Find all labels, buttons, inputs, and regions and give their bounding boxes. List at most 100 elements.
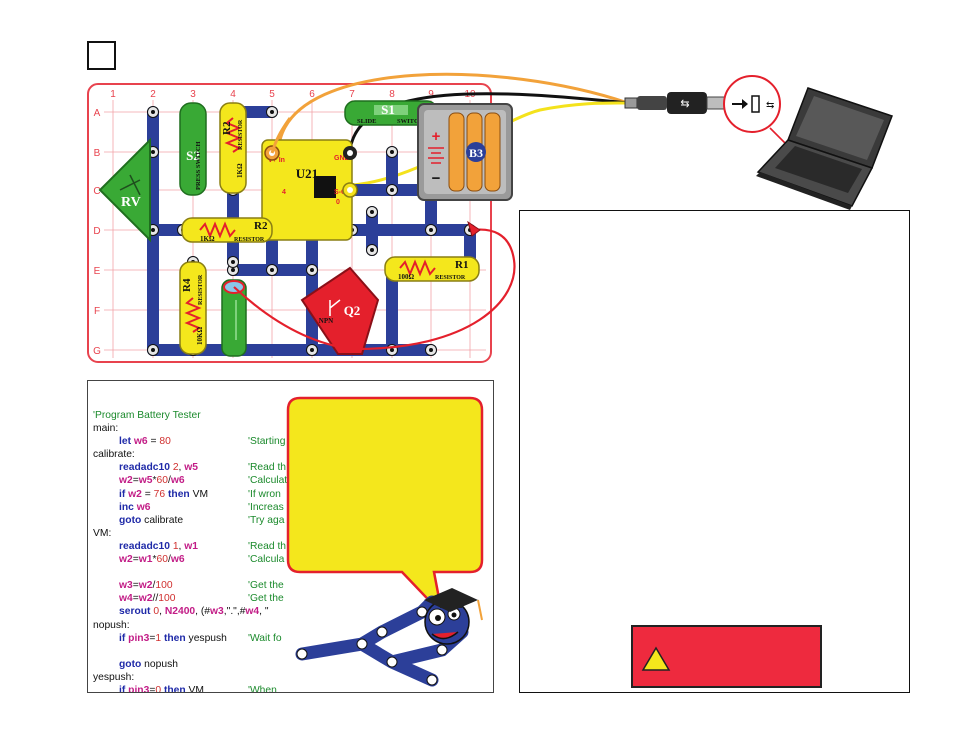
q2-type: NPN — [319, 317, 333, 325]
u21-vin-label: V+ In — [268, 157, 285, 164]
code-token: 76 — [153, 488, 166, 500]
snap-contact-center — [310, 268, 314, 272]
r4-type: RESISTOR — [198, 274, 204, 305]
r4-value: 10KΩ — [196, 327, 204, 345]
code-token: w1 — [184, 540, 199, 552]
code-token: / — [168, 554, 171, 566]
rv-label: RV — [121, 195, 141, 210]
code-inline-comment: 'Read th — [248, 462, 287, 474]
code-token: w3 — [210, 606, 224, 618]
code-token: then — [161, 632, 189, 644]
code-token: ,".",# — [223, 606, 246, 618]
row-label: C — [93, 186, 100, 197]
code-label: main: — [93, 423, 119, 435]
code-token: 60 — [156, 475, 168, 487]
code-token: readadc10 — [119, 462, 173, 474]
u21-module: U21 V+ In GND S-Out 4 0 — [261, 139, 358, 241]
b3-label: B3 — [469, 146, 483, 160]
s2-text: PRESS SWITCH — [195, 141, 202, 190]
code-inline-comment: 'Read th — [248, 540, 287, 552]
code-token: goto — [119, 658, 145, 670]
row-label: E — [94, 266, 101, 277]
code-token: w4 — [245, 606, 260, 618]
code-token: , " — [259, 606, 269, 618]
code-token: 100 — [155, 580, 173, 592]
code-token: // — [152, 593, 159, 605]
column-label: 8 — [389, 89, 395, 100]
snap-contact-center — [390, 348, 394, 352]
q2-label: Q2 — [344, 303, 361, 318]
snap-contact-center — [151, 348, 155, 352]
snap-contact-center — [151, 110, 155, 114]
row-label: F — [94, 306, 100, 317]
column-label: 4 — [230, 89, 236, 100]
step-number-box — [87, 41, 116, 70]
code-token: , — [178, 462, 185, 474]
code-line: VM: — [93, 527, 383, 540]
b3-plus: + — [432, 128, 441, 145]
code-line: 'Program Battery Tester — [93, 409, 383, 422]
code-line: readadc10 1, w1'Read th — [93, 540, 383, 553]
code-inline-comment: 'Starting — [248, 436, 286, 448]
u21-pin0-label: 0 — [336, 199, 340, 206]
s2-press-switch: S2 PRESS SWITCH — [179, 102, 207, 196]
code-token: nopush — [144, 658, 178, 670]
column-label: 7 — [349, 89, 355, 100]
code-line: serout 0, N2400, (#w3,".",#w4, " — [93, 605, 383, 618]
r1-name: R1 — [455, 259, 468, 271]
mascot-snap-figure — [295, 588, 483, 687]
code-line: readadc10 2, w5 'Read th — [93, 461, 383, 474]
row-label: B — [94, 148, 101, 159]
code-token: w5 — [184, 462, 199, 474]
code-token: w6 — [170, 554, 185, 566]
snap-contact-center — [370, 210, 374, 214]
snap-contact-center — [270, 110, 274, 114]
code-token: w5 — [138, 475, 153, 487]
code-label: VM: — [93, 527, 112, 539]
code-token: inc — [119, 501, 137, 513]
laptop-icon — [756, 87, 893, 210]
orange-wire-plug — [270, 117, 292, 154]
code-inline-comment: 'Calculat — [248, 475, 288, 487]
usb-symbol: ⇆ — [680, 98, 689, 110]
r1-type: RESISTOR — [435, 275, 466, 281]
code-line: w2=w1*60/w6'Calcula — [93, 553, 383, 566]
code-token: / — [152, 580, 156, 592]
code-token: serout — [119, 606, 154, 618]
code-line: if w2 = 76 then VM'If wron — [93, 488, 383, 501]
code-line: yespush: — [93, 671, 383, 684]
code-token: yespush — [188, 632, 227, 644]
s1-slide-switch: S1 SLIDE SWITCH — [344, 100, 438, 126]
code-inline-comment: 'Increas — [248, 501, 284, 513]
u21-label: U21 — [296, 166, 318, 181]
code-line: w3=w2/100'Get the — [93, 579, 383, 592]
code-label: calibrate: — [93, 449, 135, 461]
code-token: 1 — [155, 632, 162, 644]
code-line: w2=w5*60/w6'Calculat — [93, 474, 383, 487]
code-line: if pin3=0 then VM'When — [93, 684, 383, 693]
code-token: / — [168, 475, 171, 487]
code-token: , (# — [195, 606, 211, 618]
code-token: pin3 — [128, 684, 150, 693]
r2-resistor-vertical: R2 1KΩ RESISTOR — [219, 102, 247, 194]
code-token: w1 — [138, 554, 153, 566]
r4-resistor: R4 10KΩ RESISTOR — [179, 261, 207, 355]
r1-value: 100Ω — [398, 273, 415, 281]
u21-pin4-label: 4 — [282, 189, 286, 196]
code-line: goto calibrate'Try aga — [93, 514, 383, 527]
usb-port-callout: ⇆ — [723, 75, 796, 154]
code-token: = — [149, 632, 156, 644]
mascot-speech-bubble — [286, 396, 484, 687]
code-token: let — [119, 436, 134, 448]
rv-variable-resistor: RV — [98, 137, 151, 243]
code-line: calibrate: — [93, 448, 383, 461]
column-label: 3 — [190, 89, 196, 100]
code-token: = — [132, 580, 139, 592]
snap-contact-center — [390, 188, 394, 192]
code-token: w2 — [119, 475, 133, 487]
svg-text:⇆: ⇆ — [766, 100, 774, 111]
code-token: * — [152, 475, 157, 487]
code-token: 2 — [172, 462, 179, 474]
code-token: = — [141, 488, 154, 500]
code-token: if — [119, 488, 129, 500]
